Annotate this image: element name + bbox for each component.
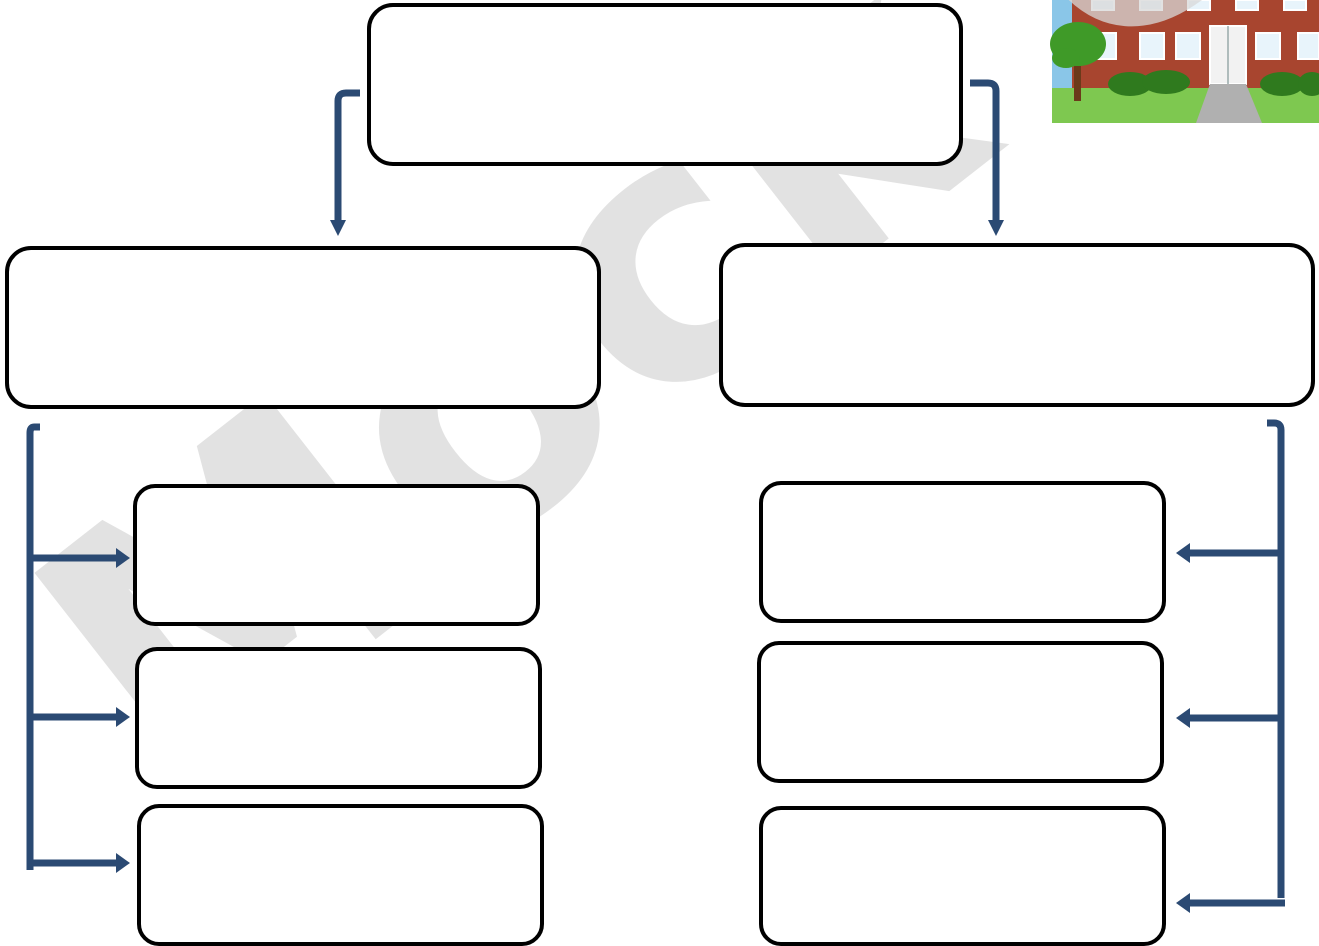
arrow-right-icon (116, 853, 130, 873)
left-child-2-node (137, 649, 540, 787)
right-branch-node (721, 245, 1313, 405)
root-left-connector (338, 93, 360, 222)
left-child-3-node (139, 806, 542, 944)
arrow-down-icon (330, 220, 346, 236)
arrow-left-icon (1176, 543, 1190, 563)
left-child-1-node (135, 486, 538, 624)
right-child-1-node (761, 483, 1164, 621)
right-child-3-node (761, 808, 1164, 944)
arrow-left-icon (1176, 893, 1190, 913)
root-node (369, 5, 961, 164)
right-bracket (1267, 423, 1281, 898)
left-branch-node (7, 248, 599, 407)
arrow-left-icon (1176, 708, 1190, 728)
right-child-2-node (759, 643, 1162, 781)
